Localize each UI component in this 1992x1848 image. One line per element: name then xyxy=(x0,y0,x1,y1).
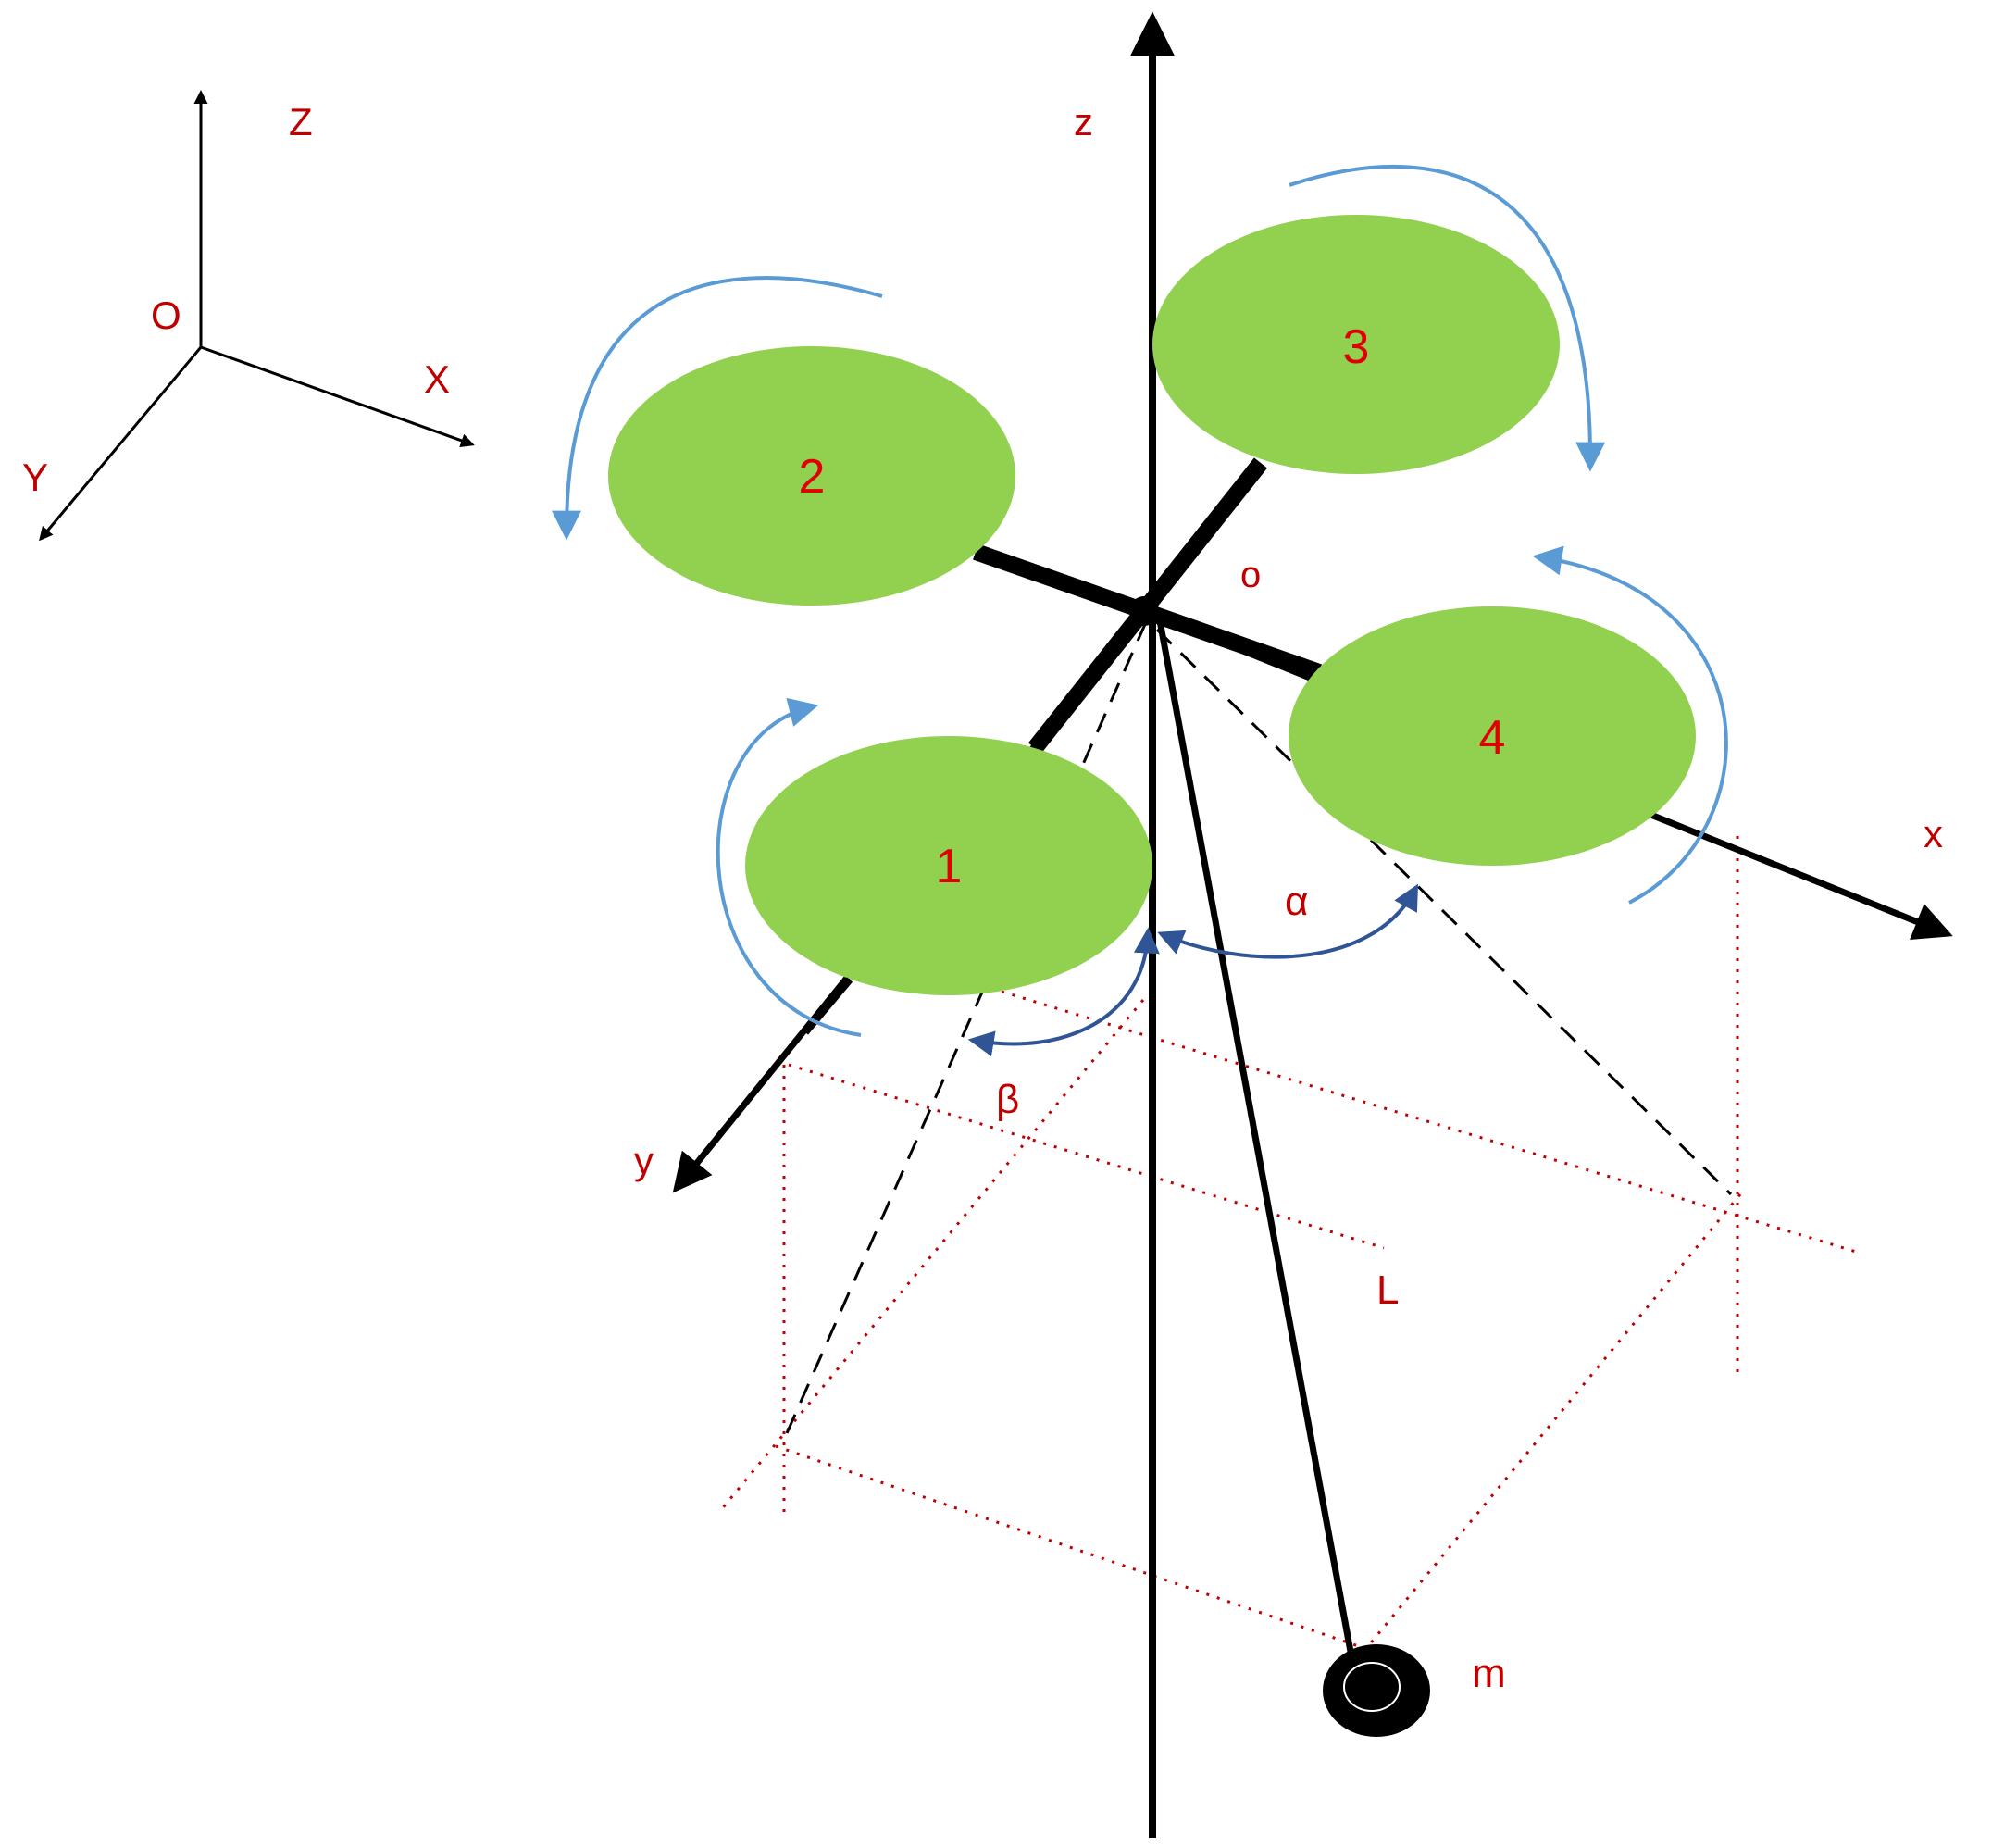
world-origin-label: O xyxy=(151,293,181,337)
projection-line xyxy=(775,1444,1373,1653)
alpha-angle-arc xyxy=(1157,883,1419,959)
body-origin-label: o xyxy=(1240,555,1261,595)
alpha-label: α xyxy=(1285,879,1308,924)
angle-arrows xyxy=(967,883,1419,1057)
rotor-2-rotation-arrow xyxy=(552,276,883,541)
projection-lines xyxy=(718,836,1857,1653)
rotor-3-label: 3 xyxy=(1343,320,1370,374)
body-labels: z o x y α β L m xyxy=(634,100,1943,1696)
projection-line xyxy=(1001,990,1857,1254)
rotor-4: 4 xyxy=(1289,606,1696,866)
world-x-label: X xyxy=(424,357,450,401)
world-y-label: Y xyxy=(22,456,48,499)
world-frame: Z X Y O xyxy=(22,90,475,542)
rotor-1-label: 1 xyxy=(936,840,963,893)
world-y-axis xyxy=(39,346,203,542)
body-x-label: x xyxy=(1924,812,1943,855)
rotor-2-label: 2 xyxy=(799,450,826,504)
dashed-guide-lines xyxy=(785,621,1733,1434)
world-z-label: Z xyxy=(289,100,313,144)
beta-angle-arc xyxy=(967,927,1160,1057)
rotor-3-rotation-arrow xyxy=(1289,164,1606,472)
world-x-axis xyxy=(200,345,475,448)
body-y-label: y xyxy=(634,1139,654,1182)
dashed-line-to-x-projection xyxy=(1155,628,1733,1196)
body-hub xyxy=(1129,596,1159,626)
load-mass-highlight xyxy=(1343,1662,1401,1712)
rotor-3: 3 xyxy=(1152,215,1560,474)
rotor-2: 2 xyxy=(608,346,1015,606)
length-label: L xyxy=(1376,1267,1399,1313)
load-mass xyxy=(1323,1644,1430,1737)
rotors: 2 3 4 1 xyxy=(608,215,1696,995)
dashed-line-to-y-projection xyxy=(785,621,1148,1434)
quadrotor-arms xyxy=(973,457,1322,754)
rotation-arrows xyxy=(552,164,1728,1037)
rotor-4-label: 4 xyxy=(1479,711,1506,765)
projection-line xyxy=(1366,1193,1742,1647)
rotor-1: 1 xyxy=(745,736,1152,995)
cable xyxy=(1155,615,1357,1667)
rotor-1-rotation-arrow xyxy=(716,697,862,1037)
rotor-4-rotation-arrow xyxy=(1532,545,1728,905)
beta-label: β xyxy=(996,1077,1019,1122)
arm-1-lower-segment xyxy=(802,977,853,1035)
pendulum xyxy=(1155,615,1430,1737)
body-z-label: z xyxy=(1074,100,1093,144)
projection-line xyxy=(788,1063,1385,1250)
mass-label: m xyxy=(1472,1651,1506,1696)
